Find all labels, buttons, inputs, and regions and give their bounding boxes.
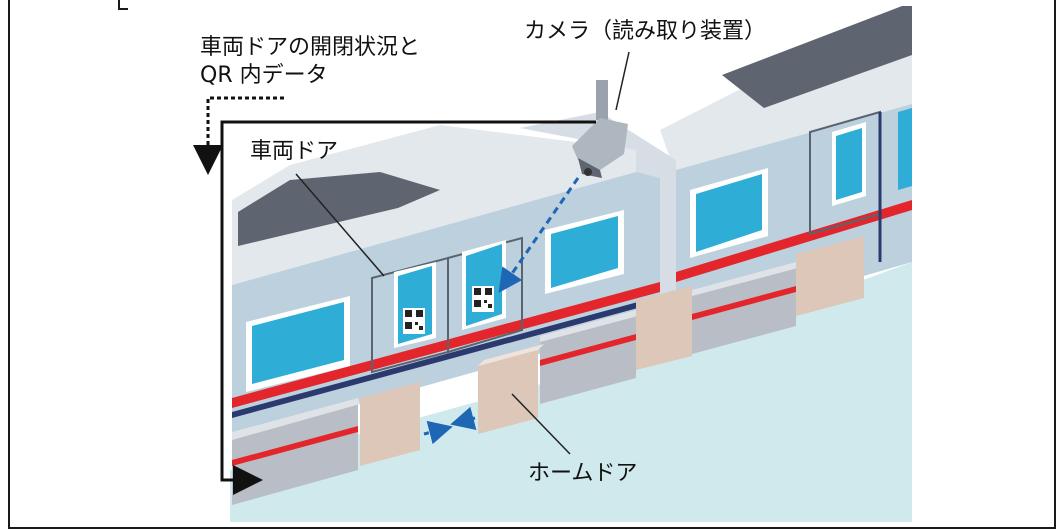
- frame-right-border: [1054, 0, 1056, 529]
- frame-bottom-border: [8, 527, 1056, 529]
- door-open-arrow-left: [423, 420, 453, 445]
- platform-door-4: [796, 236, 864, 316]
- car-door-leader-line: [295, 173, 385, 277]
- camera-leader-line: [615, 51, 630, 111]
- car2-door-window: [836, 128, 862, 200]
- camera-label: カメラ（読み取り装置）: [524, 19, 767, 44]
- car1-window-1: [252, 302, 344, 384]
- frame-left-border: [8, 0, 10, 529]
- frame-corner-mark: [118, 0, 128, 10]
- car1-roof-vent: [238, 172, 440, 246]
- signal-label-line1: 車両ドアの開閉状況と: [200, 35, 421, 60]
- platform-door-3: [636, 286, 692, 370]
- diagram-canvas: [193, 6, 912, 522]
- camera-scan-arrow: [498, 177, 580, 293]
- platform-door-left: [360, 382, 420, 466]
- data-flow-solid-arrow: [220, 120, 596, 495]
- platform-door-label: ホームドア: [528, 461, 638, 486]
- camera-pole: [596, 80, 608, 120]
- train-platform-illustration: [172, 0, 912, 522]
- car-door-label: 車両ドア: [250, 139, 339, 164]
- camera-body: [572, 118, 628, 170]
- car1-red-stripe: [232, 282, 660, 408]
- car2-roof-vent: [722, 6, 912, 108]
- signal-label-line2: QR 内データ: [200, 63, 328, 88]
- car1-window-2: [551, 216, 618, 288]
- door-window-right: [466, 244, 502, 326]
- car2-red-stripe: [676, 200, 912, 282]
- barrier-wall-1-stripe: [232, 426, 358, 466]
- door-open-arrow-right: [450, 406, 477, 431]
- car1-navy-stripe: [232, 296, 660, 418]
- car1-roof: [232, 125, 660, 285]
- qr-code-right: [472, 286, 494, 312]
- car2-window-edge: [898, 108, 912, 190]
- platform-door-leader-line: [511, 393, 571, 455]
- platform-door-right: [478, 350, 538, 434]
- qr-code-left: [403, 308, 425, 334]
- car2-window-1: [696, 174, 762, 252]
- camera-lens: [578, 158, 602, 178]
